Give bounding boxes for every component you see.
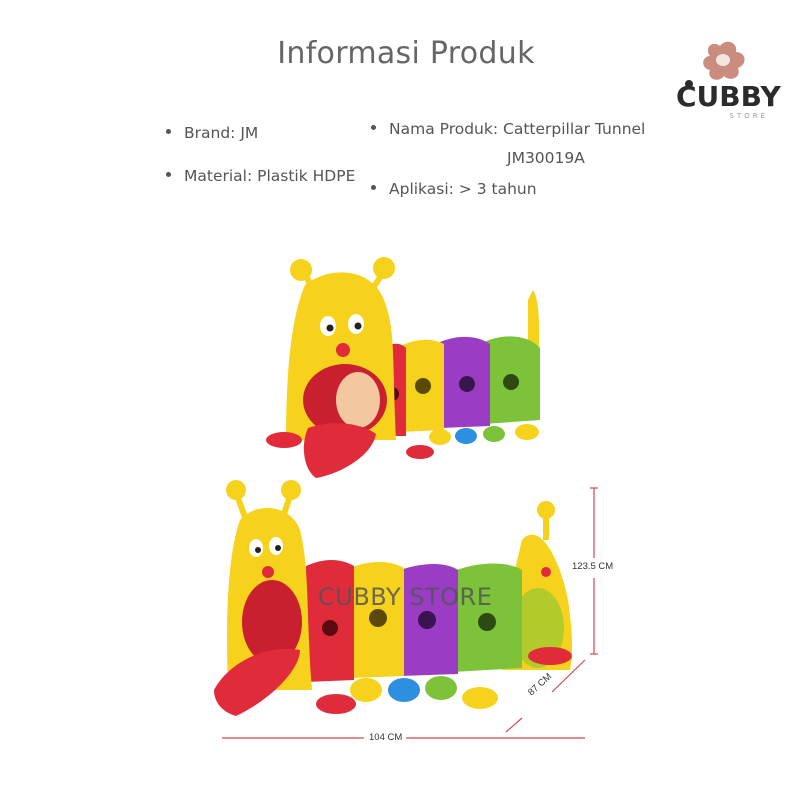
logo-word: CUBBY xyxy=(676,80,781,113)
bullet-icon xyxy=(371,185,376,190)
dimension-width: 104 CM xyxy=(369,732,403,743)
caterpillar-top-image xyxy=(266,257,540,478)
bullet-icon xyxy=(371,125,376,130)
logo-subtitle: STORE xyxy=(729,112,768,120)
page-title: Informasi Produk xyxy=(277,36,535,71)
bullet-icon xyxy=(166,129,171,134)
dimension-height: 123.5 CM xyxy=(572,561,614,572)
logo-flower-icon xyxy=(685,41,745,88)
bullet-icon xyxy=(166,172,171,177)
watermark: CUBBY STORE xyxy=(318,583,493,611)
info-material-text: Material: Plastik HDPE xyxy=(184,167,356,185)
info-aplikasi-text: Aplikasi: > 3 tahun xyxy=(389,180,537,198)
info-nama-produk-code: JM30019A xyxy=(507,149,585,167)
info-brand-text: Brand: JM xyxy=(184,124,259,142)
info-material: Material: Plastik HDPE xyxy=(166,167,355,185)
info-nama-text: Nama Produk: Catterpillar Tunnel xyxy=(389,120,646,138)
caterpillar-bottom-image xyxy=(214,480,572,716)
cubby-store-logo: CUBBY STORE xyxy=(676,38,781,124)
info-brand: Brand: JM xyxy=(166,124,258,142)
info-nama-produk: Nama Produk: Catterpillar Tunnel xyxy=(371,120,645,138)
info-aplikasi: Aplikasi: > 3 tahun xyxy=(371,180,537,198)
dimension-lines xyxy=(222,487,598,739)
